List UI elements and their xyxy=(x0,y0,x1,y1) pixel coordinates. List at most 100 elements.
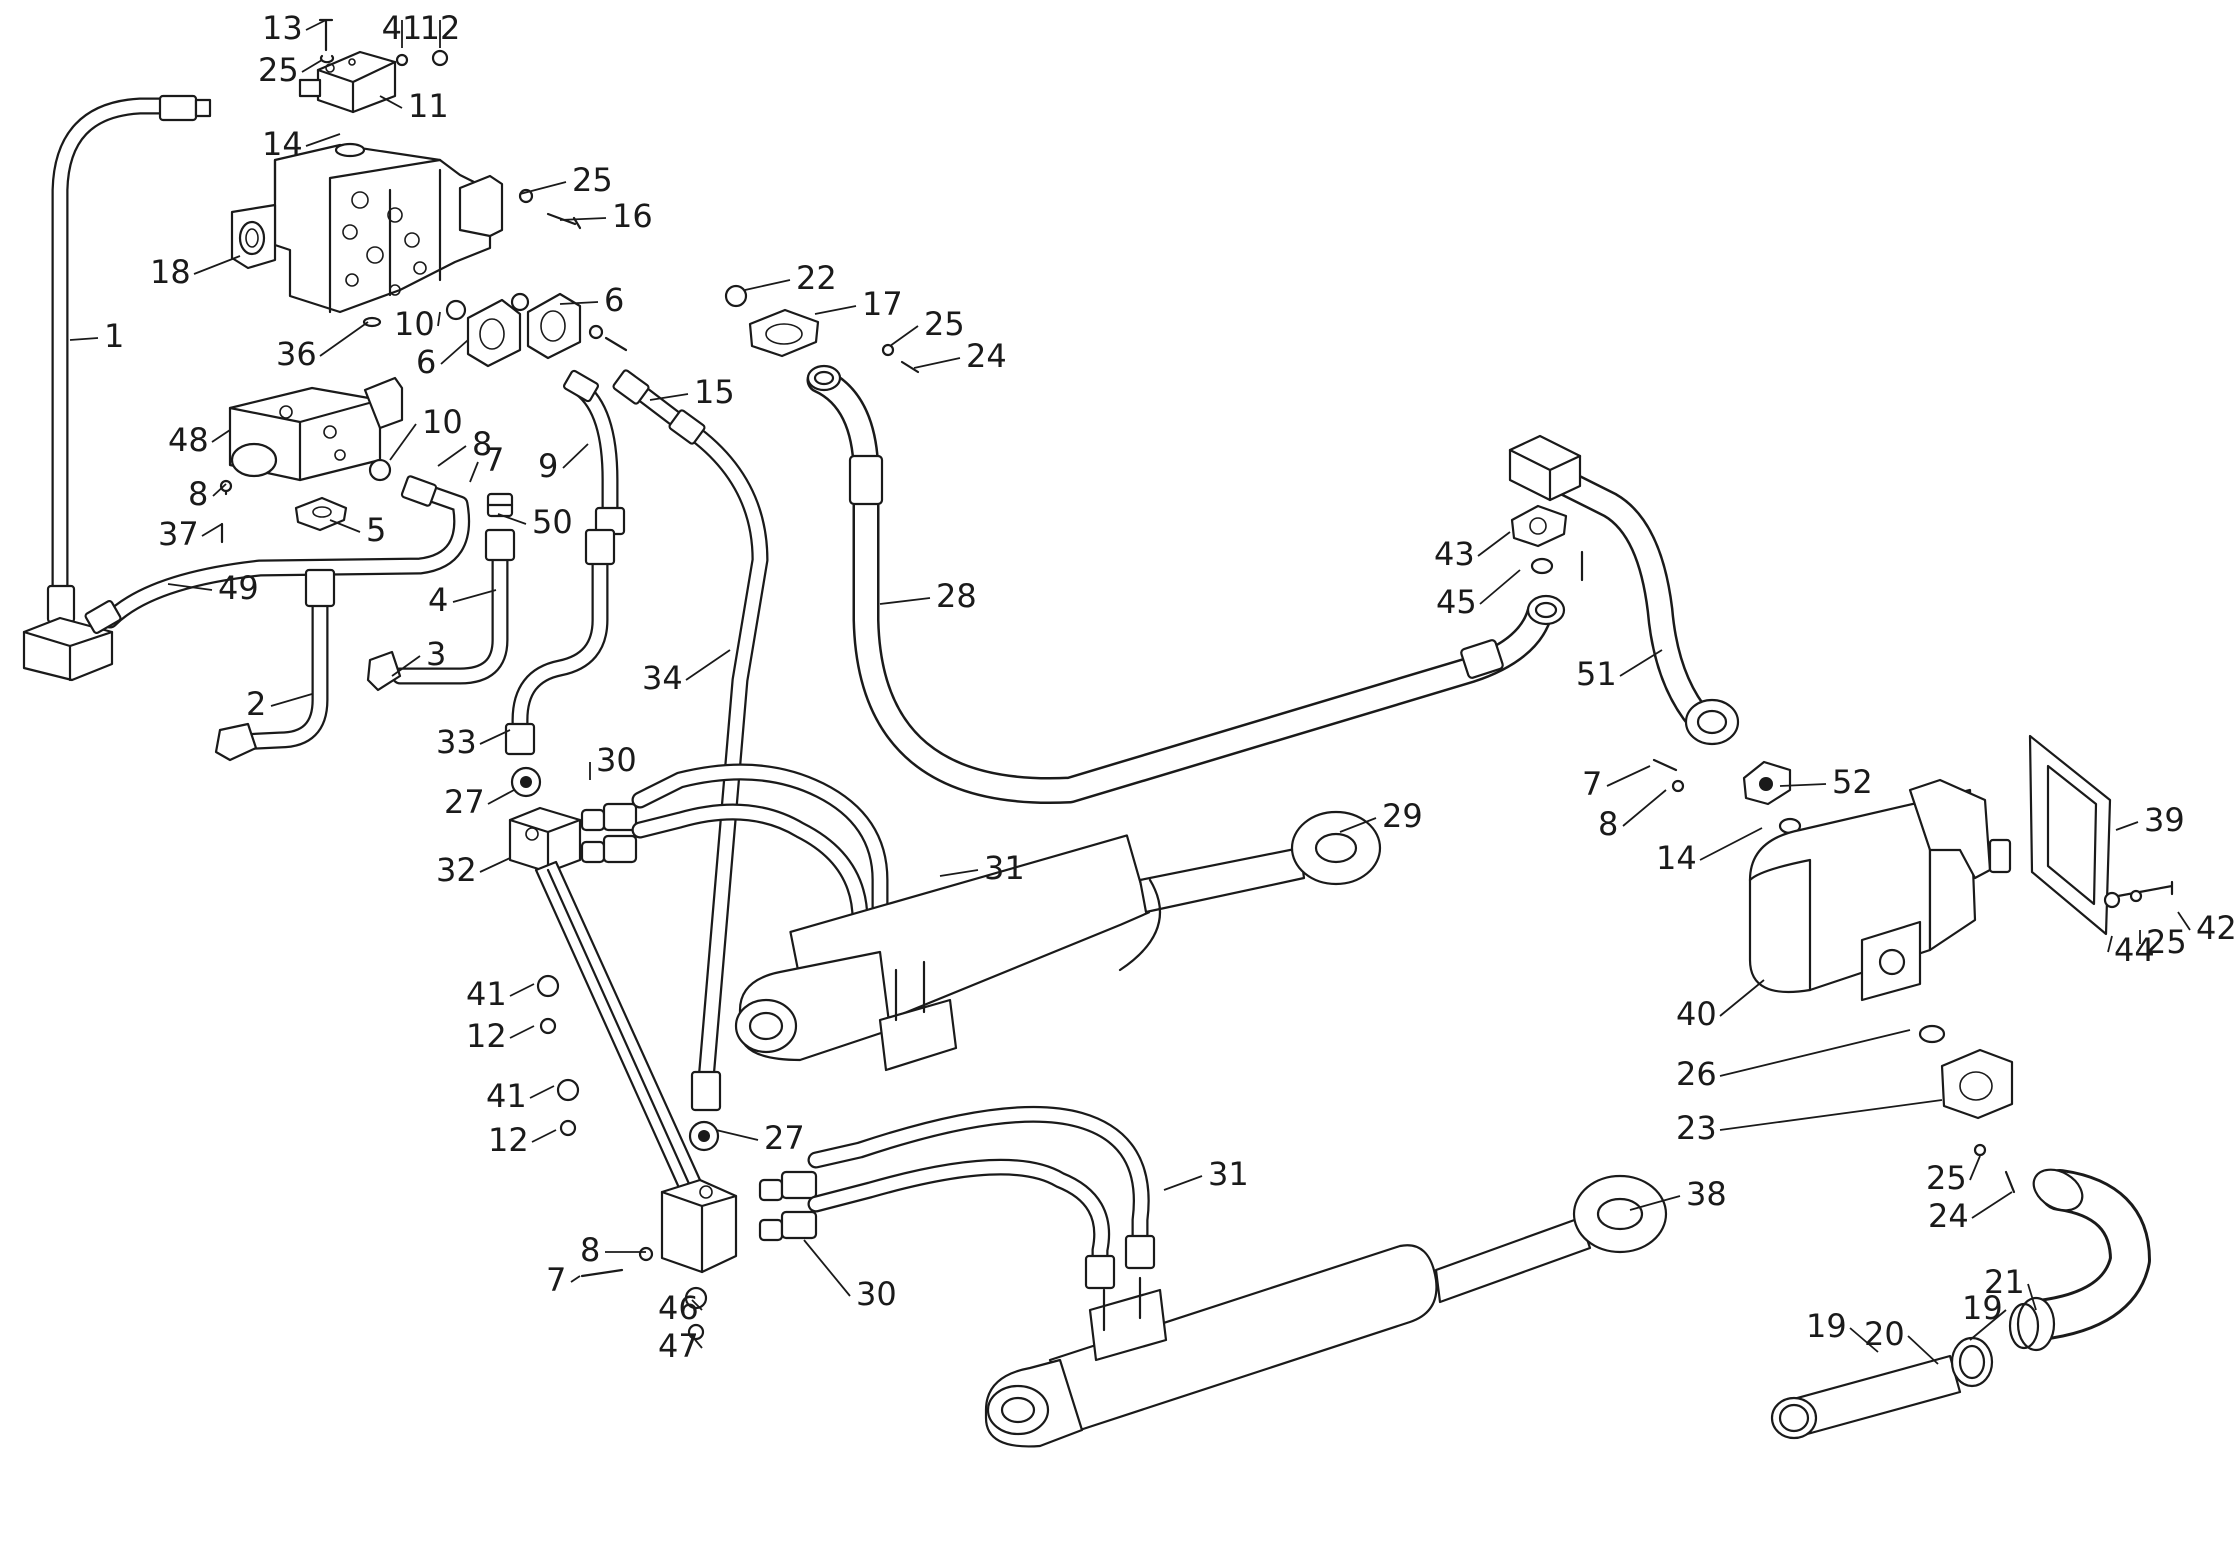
callout-number: 32 xyxy=(436,851,477,889)
callout-leader-line xyxy=(379,95,403,109)
callout-leader-line xyxy=(519,181,567,195)
callout-number: 27 xyxy=(444,783,485,821)
callout-40: 40 xyxy=(1676,979,1765,1033)
callout-leader-line xyxy=(201,523,223,537)
callout-leader-line xyxy=(691,1335,703,1349)
callout-leader-line xyxy=(2115,821,2139,831)
callout-leader-line xyxy=(1719,1029,1911,1077)
callout-19: 19 xyxy=(1962,1289,2007,1341)
callout-leader-line xyxy=(1969,1155,1981,1181)
callout-number: 24 xyxy=(1928,1197,1969,1235)
callout-leader-line xyxy=(814,305,857,315)
callout-number: 25 xyxy=(924,305,965,343)
callout-30: 30 xyxy=(803,1239,897,1313)
callout-number: 30 xyxy=(596,741,637,779)
callout-31: 31 xyxy=(939,849,1025,887)
callout-number: 7 xyxy=(1582,765,1602,803)
callout-leader-line xyxy=(562,443,589,469)
callout-2: 2 xyxy=(246,685,313,723)
callout-leader-line xyxy=(1719,979,1765,1017)
callout-12: 12 xyxy=(420,9,460,48)
callout-6: 6 xyxy=(559,281,624,319)
callout-number: 26 xyxy=(1676,1055,1717,1093)
callout-number: 42 xyxy=(2196,909,2237,947)
callout-number: 25 xyxy=(2146,923,2187,961)
callout-16: 16 xyxy=(559,197,653,235)
callout-12: 12 xyxy=(466,1017,535,1055)
callout-leader-line xyxy=(1849,1327,1879,1353)
callout-leader-line xyxy=(167,583,213,591)
callout-31: 31 xyxy=(1163,1155,1249,1193)
callout-23: 23 xyxy=(1676,1099,1943,1147)
callout-leader-line xyxy=(2107,935,2113,953)
callout-19: 19 xyxy=(1806,1307,1879,1353)
hose-20 xyxy=(1770,1336,1994,1440)
callout-number: 25 xyxy=(1926,1159,1967,1197)
callout-number: 10 xyxy=(422,403,463,441)
callout-number: 52 xyxy=(1832,763,1873,801)
callout-leader-line xyxy=(1163,1175,1203,1191)
callout-leader-line xyxy=(1479,569,1521,605)
callout-number: 8 xyxy=(1598,805,1618,843)
callout-number: 28 xyxy=(936,577,977,615)
callout-leader-line xyxy=(319,321,369,357)
callout-leader-line xyxy=(1622,789,1667,827)
pump-40 xyxy=(1748,778,2012,1044)
callout-leader-line xyxy=(329,519,361,533)
callout-8: 8 xyxy=(1598,789,1667,843)
callout-number: 29 xyxy=(1382,797,1423,835)
callout-41: 41 xyxy=(382,9,422,48)
callout-number: 51 xyxy=(1576,655,1617,693)
callout-1: 1 xyxy=(69,317,124,355)
callout-34: 34 xyxy=(642,649,731,697)
callout-leader-line xyxy=(305,19,327,31)
cylinder-29 xyxy=(734,810,1382,1072)
gasket-39 xyxy=(2028,734,2174,936)
callout-10: 10 xyxy=(389,403,463,461)
cylinder-38 xyxy=(984,1174,1668,1448)
callout-44: 44 xyxy=(2107,931,2155,969)
callout-leader-line xyxy=(803,1239,851,1297)
callout-leader-line xyxy=(437,311,441,327)
callout-33: 33 xyxy=(436,723,511,761)
callout-52: 52 xyxy=(1779,763,1873,801)
callout-leader-line xyxy=(211,429,231,443)
hose-2 xyxy=(214,568,336,762)
callout-15: 15 xyxy=(649,373,735,411)
callout-leader-line xyxy=(559,301,599,305)
callout-number: 20 xyxy=(1864,1315,1905,1353)
callout-48: 48 xyxy=(168,421,231,459)
flange-43 xyxy=(1510,504,1584,582)
callout-leader-line xyxy=(913,357,961,369)
callout-leader-line xyxy=(440,339,469,365)
callout-number: 49 xyxy=(218,569,259,607)
callout-number: 8 xyxy=(188,475,208,513)
callout-7: 7 xyxy=(546,1261,581,1299)
callout-3: 3 xyxy=(391,635,446,677)
flange-23 xyxy=(1940,1048,2016,1194)
valve-11 xyxy=(298,18,449,114)
callout-number: 21 xyxy=(1984,1263,2025,1301)
pipe-28 xyxy=(806,364,1566,805)
callout-21: 21 xyxy=(1984,1263,2037,1311)
callout-24: 24 xyxy=(1928,1191,2013,1235)
callout-number: 4 xyxy=(428,581,448,619)
callout-leader-line xyxy=(452,589,497,603)
callout-number: 31 xyxy=(984,849,1025,887)
callout-number: 40 xyxy=(1676,995,1717,1033)
callout-6: 6 xyxy=(416,339,469,381)
control-valve-18 xyxy=(230,142,582,328)
callout-leader-line xyxy=(497,513,527,525)
callout-number: 44 xyxy=(2114,931,2155,969)
callout-14: 14 xyxy=(262,125,341,163)
callout-number: 10 xyxy=(394,305,435,343)
flange-5 xyxy=(294,496,348,532)
callout-42: 42 xyxy=(2177,909,2237,947)
callout-8: 8 xyxy=(188,475,227,513)
callout-number: 14 xyxy=(1656,839,1697,877)
flange-6-right xyxy=(526,292,628,360)
callout-25: 25 xyxy=(2139,923,2187,961)
callout-leader-line xyxy=(1969,1309,2007,1341)
callout-leader-line xyxy=(305,133,341,147)
